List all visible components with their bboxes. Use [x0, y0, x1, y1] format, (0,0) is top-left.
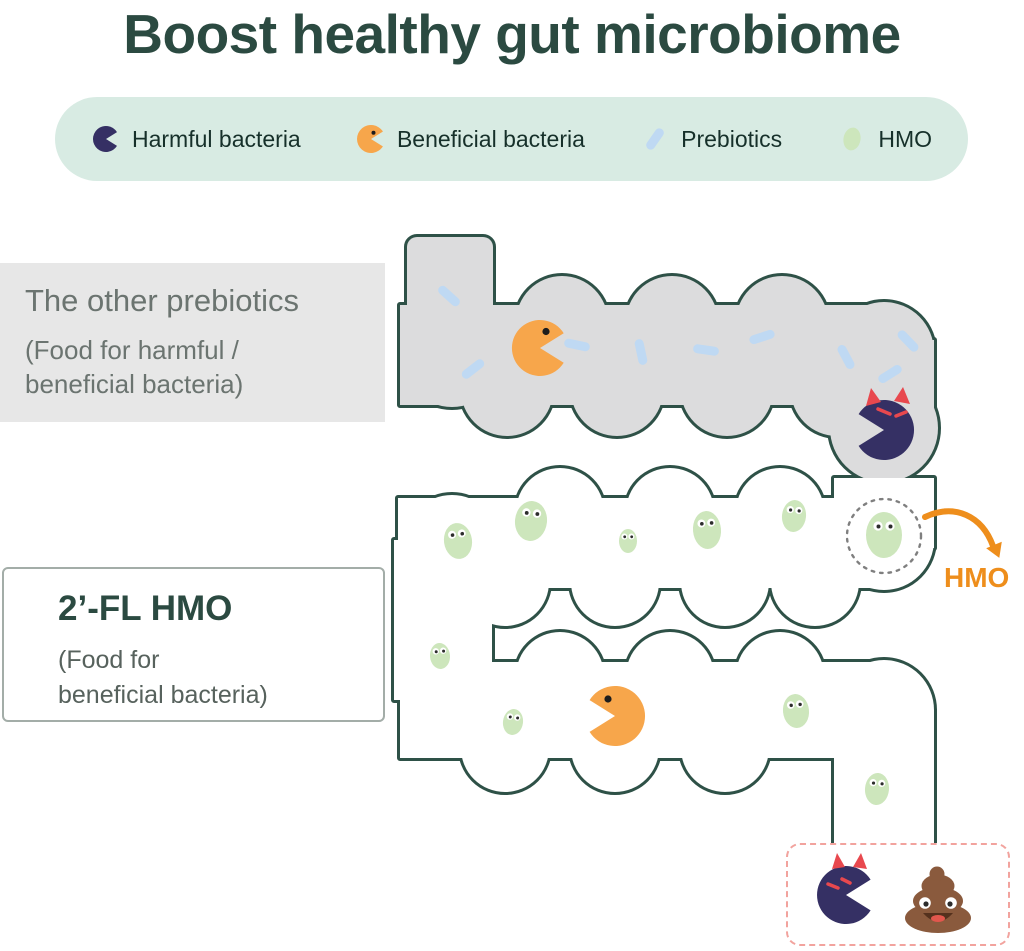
result-box — [786, 843, 1010, 946]
legend-item-hmo: HMO — [837, 124, 932, 154]
beneficial-bacteria-icon — [589, 686, 646, 747]
prebiotics-callout-line: (Food for harmful / — [25, 335, 239, 365]
harmful-bacteria-icon — [92, 126, 117, 152]
prebiotics-callout-line: beneficial bacteria) — [25, 369, 244, 399]
hmo-callout-title: 2’-FL HMO — [58, 589, 233, 628]
hmo-callout-line: beneficial bacteria) — [58, 681, 268, 709]
legend: Harmful bacteria Beneficial bacteria Pre… — [55, 97, 968, 181]
legend-item-beneficial: Beneficial bacteria — [356, 124, 585, 154]
beneficial-bacteria-icon — [511, 320, 564, 377]
prebiotic-pills — [438, 285, 919, 384]
hmo-arrow — [922, 508, 1002, 558]
legend-label: Prebiotics — [681, 125, 783, 152]
legend-label: Beneficial bacteria — [396, 125, 585, 152]
hmo-icon — [843, 127, 861, 151]
poop-icon — [905, 866, 971, 933]
hmo-arrow-label: HMO — [944, 562, 1010, 593]
legend-label: Harmful bacteria — [132, 125, 301, 152]
hmo-callout: 2’-FL HMO (Food for beneficial bacteria) — [2, 567, 385, 722]
beneficial-bacteria-icon — [356, 125, 383, 153]
legend-item-harmful: Harmful bacteria — [91, 124, 301, 154]
prebiotics-callout-title: The other prebiotics — [25, 283, 299, 318]
hmo-callout-line: (Food for — [58, 646, 160, 674]
hmo-highlight-circle — [845, 497, 923, 575]
hmo-blobs — [429, 500, 902, 805]
legend-item-prebiotics: Prebiotics — [640, 124, 782, 154]
result-box-icons — [817, 853, 971, 933]
prebiotics-callout-description: (Food for harmful / beneficial bacteria) — [25, 333, 365, 401]
prebiotics-callout: The other prebiotics (Food for harmful /… — [0, 263, 385, 422]
prebiotic-icon — [646, 128, 664, 150]
hmo-callout-description: (Food for beneficial bacteria) — [58, 643, 373, 713]
harmful-bacteria-icon — [817, 853, 871, 924]
legend-label: HMO — [878, 125, 932, 152]
harmful-bacteria-icon — [858, 387, 915, 461]
page-title: Boost healthy gut microbiome — [123, 3, 901, 65]
